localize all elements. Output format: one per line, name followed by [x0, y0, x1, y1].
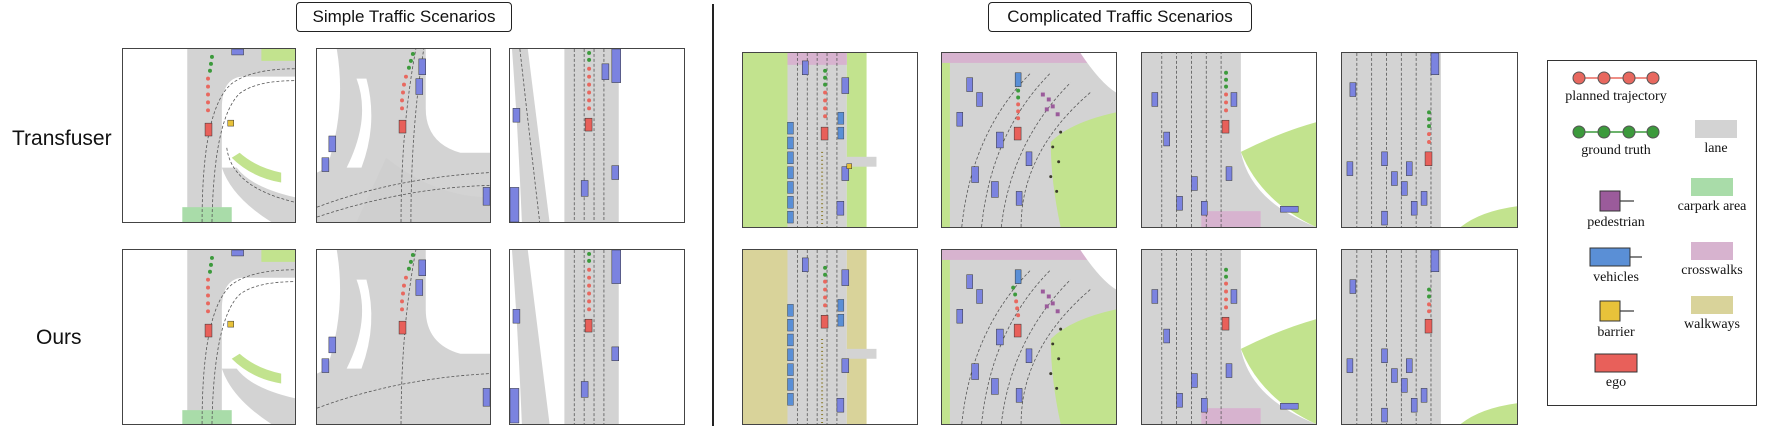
scenario-panel-complicated-1-transfuser — [742, 52, 918, 228]
scenario-panel-simple-2-transfuser — [316, 48, 491, 223]
legend-item-crosswalks: crosswalks — [1666, 241, 1758, 279]
legend-item-lane: lane — [1678, 119, 1754, 157]
crosswalks-swatch-icon — [1691, 242, 1733, 260]
scenario-panel-simple-2-ours — [316, 249, 491, 425]
legend-label-pedestrian: pedestrian — [1587, 215, 1645, 230]
scenario-panel-complicated-2-transfuser — [941, 52, 1117, 228]
lane-swatch-icon — [1695, 120, 1737, 138]
legend-item-pedestrian: pedestrian — [1566, 189, 1666, 231]
scenario-panel-simple-3-ours — [509, 249, 685, 425]
legend-item-planned-trajectory: planned trajectory — [1556, 69, 1676, 105]
scenario-panel-complicated-4-transfuser — [1341, 52, 1518, 228]
scenario-panel-complicated-2-ours — [941, 249, 1117, 425]
scenario-panel-complicated-3-ours — [1141, 249, 1317, 425]
scenario-panel-complicated-3-transfuser — [1141, 52, 1317, 228]
scenario-panel-complicated-1-ours — [742, 249, 918, 425]
section-title-simple: Simple Traffic Scenarios — [296, 2, 512, 32]
scenario-panel-simple-1-transfuser — [122, 48, 296, 223]
scenario-panel-complicated-4-ours — [1341, 249, 1518, 425]
legend-label-carpark-area: carpark area — [1677, 199, 1747, 214]
legend-item-walkways: walkways — [1666, 295, 1758, 333]
legend-label-barrier: barrier — [1597, 325, 1635, 340]
legend-item-ground-truth: ground truth — [1556, 123, 1676, 159]
legend-item-ego: ego — [1566, 353, 1666, 391]
planned-trajectory-icon — [1572, 71, 1660, 85]
pedestrian-icon — [1599, 190, 1634, 212]
row-label-transfuser: Transfuser — [12, 127, 112, 150]
legend-label-planned-trajectory: planned trajectory — [1565, 89, 1667, 104]
legend-label-walkways: walkways — [1684, 317, 1740, 332]
row-label-ours: Ours — [36, 326, 82, 349]
ground-truth-icon — [1572, 125, 1660, 139]
barrier-icon — [1599, 300, 1634, 322]
vehicles-icon — [1589, 247, 1642, 267]
legend-item-barrier: barrier — [1566, 299, 1666, 341]
section-divider — [712, 4, 714, 426]
legend-label-ego: ego — [1605, 375, 1627, 390]
section-title-complicated: Complicated Traffic Scenarios — [988, 2, 1252, 32]
scenario-panel-simple-3-transfuser — [509, 48, 685, 223]
walkways-swatch-icon — [1691, 296, 1733, 314]
legend: planned trajectory ground truth lane ped… — [1547, 60, 1757, 406]
scenario-panel-simple-1-ours — [122, 249, 296, 425]
legend-label-lane: lane — [1704, 141, 1728, 156]
ego-swatch-icon — [1594, 353, 1638, 373]
legend-item-vehicles: vehicles — [1566, 246, 1666, 286]
legend-label-vehicles: vehicles — [1593, 270, 1639, 285]
carpark-area-swatch-icon — [1691, 178, 1733, 196]
legend-item-carpark-area: carpark area — [1666, 177, 1758, 215]
legend-label-ground-truth: ground truth — [1581, 143, 1651, 158]
legend-label-crosswalks: crosswalks — [1681, 263, 1743, 278]
